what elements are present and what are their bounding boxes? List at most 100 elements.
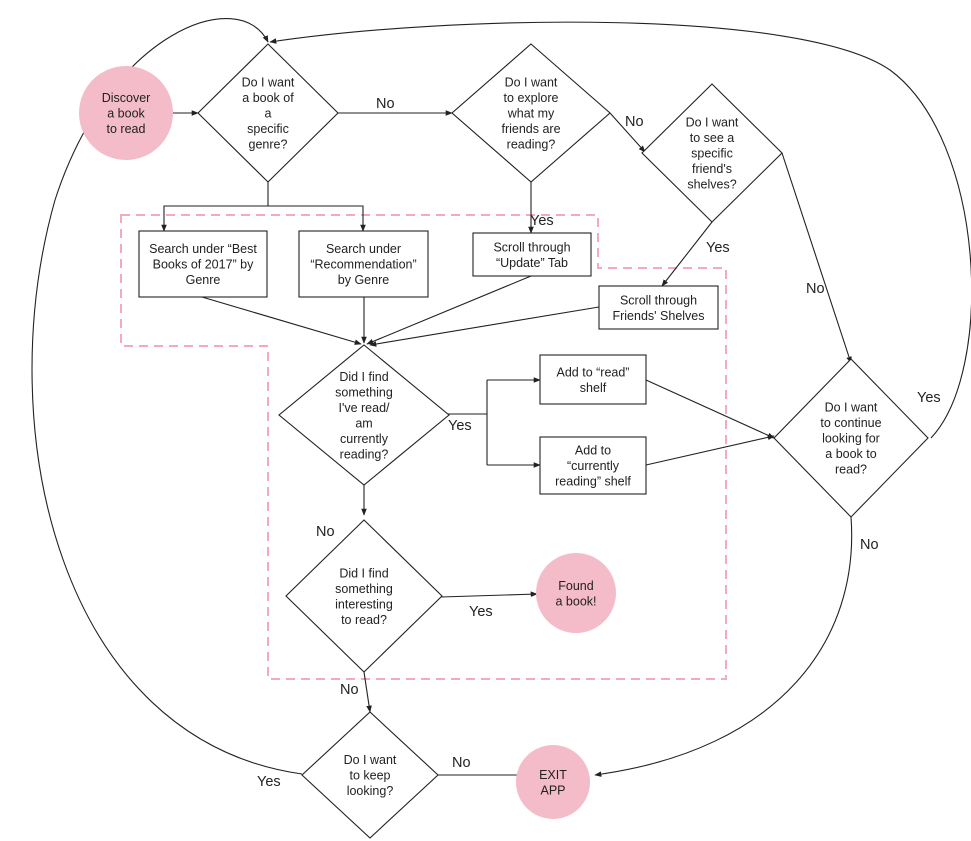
friends-shelves-process-shape — [598, 285, 719, 330]
add-current-text-line: “currently — [567, 459, 620, 473]
label-friends-no: No — [625, 114, 644, 130]
edge-best-to-read — [201, 296, 362, 345]
discover-text-line: a book — [107, 107, 145, 121]
q-read-text-line: something — [335, 385, 393, 399]
label-friend-shelves-yes: Yes — [706, 240, 730, 256]
q-genre-text-line: a book of — [242, 91, 294, 105]
discover-text-line: to read — [107, 122, 146, 136]
q-continue-text-line: a book to — [825, 447, 876, 461]
q-friend-shelves-text-line: friend's — [692, 162, 732, 176]
label-interesting-yes: Yes — [469, 604, 493, 620]
label-continue-yes: Yes — [917, 390, 941, 406]
q-continue-decision-shape — [773, 358, 929, 518]
label-keep-no: No — [452, 755, 471, 771]
q-genre-text-line: genre? — [249, 138, 288, 152]
best-books-text-line: Genre — [186, 273, 221, 287]
q-continue-text-line: to continue — [820, 416, 881, 430]
best-books-process-shape — [138, 230, 268, 298]
q-read-text-line: am — [355, 416, 372, 430]
q-read-text-line: reading? — [340, 447, 389, 461]
node-add-read: Add to “read” shelf — [539, 354, 647, 405]
highlight-region — [120, 214, 727, 680]
recommendation-text-line: by Genre — [338, 273, 389, 287]
add-read-text-line: Add to “read” — [557, 365, 630, 379]
q-keep-text-line: Do I want — [344, 753, 397, 767]
q-read-text-line: I've read/ — [338, 401, 390, 415]
q-friends-text-line: what my — [507, 107, 555, 121]
recommendation-process-shape — [298, 230, 429, 298]
q-friend-shelves-text-line: to see a — [690, 131, 735, 145]
found-text-line: a book! — [555, 594, 596, 608]
q-friend-shelves-text-line: Do I want — [686, 116, 739, 130]
q-read-text-line: Did I find — [339, 370, 388, 384]
add-current-text-line: Add to — [575, 444, 611, 458]
edge-genre-yes-best — [161, 182, 269, 232]
label-genre-no: No — [376, 96, 395, 112]
q-interesting-text-line: to read? — [341, 613, 387, 627]
label-friend-shelves-no: No — [806, 281, 825, 297]
q-friends-text-line: friends are — [501, 122, 560, 136]
label-read-yes: Yes — [448, 418, 472, 434]
update-tab-process-shape — [472, 232, 592, 277]
node-update-tab: Scroll through“Update” Tab — [472, 232, 592, 277]
add-current-process-shape — [539, 436, 647, 495]
q-friend-shelves-text-line: specific — [691, 147, 733, 161]
edge-interesting-no — [363, 671, 372, 713]
q-genre-text-line: specific — [247, 122, 289, 136]
q-keep-text-line: looking? — [347, 784, 394, 798]
update-tab-text-line: “Update” Tab — [496, 256, 568, 270]
recommendation-text-line: Search under — [326, 242, 401, 256]
found-text-line: Found — [558, 579, 593, 593]
q-keep-decision-shape — [301, 711, 439, 839]
q-read-decision-shape — [278, 344, 450, 486]
q-friends-decision-shape — [451, 43, 611, 183]
label-friends-yes: Yes — [530, 213, 554, 229]
edge-read-yes-to-add-read — [486, 380, 540, 465]
q-friends-text-line: to explore — [504, 91, 559, 105]
edge-update-to-read — [366, 275, 532, 345]
found-terminal-shape — [536, 553, 616, 633]
q-genre-text-line: a — [265, 107, 272, 121]
q-continue-text-line: looking for — [822, 432, 880, 446]
discover-text-line: Discover — [102, 91, 151, 105]
q-keep-text-line: to keep — [349, 769, 390, 783]
edge-interesting-yes — [440, 591, 538, 598]
node-recommendation: Search under “Recommendation”by Genre — [298, 230, 429, 298]
friends-shelves-text-line: Scroll through — [620, 293, 697, 307]
q-continue-text-line: read? — [835, 463, 867, 477]
q-interesting-text-line: something — [335, 582, 393, 596]
edge-labels: No No Yes Yes No Yes Yes No No Yes No No… — [257, 96, 941, 790]
node-add-current: Add to“currently reading” shelf — [539, 436, 647, 495]
edges — [31, 18, 971, 777]
best-books-text-line: Search under “Best — [149, 242, 257, 256]
edge-friends-no — [609, 112, 646, 153]
edge-add-read-to-continue — [645, 379, 775, 439]
add-current-text-line: reading” shelf — [555, 475, 631, 489]
exit-text-line: APP — [540, 783, 565, 797]
edge-continue-no — [594, 516, 853, 777]
recommendation-text-line: “Recommendation” — [310, 258, 416, 272]
best-books-text-line: Books of 2017” by — [153, 258, 255, 272]
edge-genre-yes-recommendation — [268, 205, 366, 232]
q-friends-text-line: Do I want — [505, 76, 558, 90]
q-friend-shelves-decision-shape — [641, 83, 783, 223]
q-genre-text-line: Do I want — [242, 76, 295, 90]
add-read-process-shape — [539, 354, 647, 405]
edge-add-current-to-continue — [645, 434, 775, 466]
edge-keep-yes — [31, 18, 303, 775]
edge-shelves-to-read — [369, 306, 600, 347]
q-interesting-text-line: interesting — [335, 597, 393, 611]
q-genre-decision-shape — [197, 43, 339, 183]
add-read-text-line: shelf — [580, 381, 607, 395]
